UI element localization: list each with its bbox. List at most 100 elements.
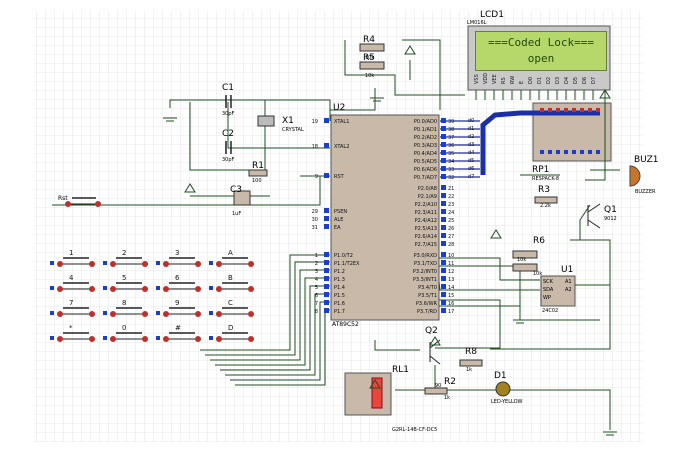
u2-pin-name: P0.5/AD5	[414, 159, 437, 165]
r2-resistor[interactable]	[424, 387, 448, 395]
c3-value: 1uF	[232, 211, 242, 217]
r8-value: 1k	[466, 367, 473, 373]
lcd-pin-label: D0	[528, 77, 534, 84]
u2-pin-name: P2.1/A9	[418, 194, 437, 200]
rp1-value: RESPACK-8	[532, 176, 560, 182]
keypad-key-#[interactable]: #	[156, 324, 201, 342]
buzzer-icon[interactable]	[629, 165, 641, 187]
x1-crystal[interactable]	[257, 115, 275, 127]
keypad-key-7[interactable]: 7	[50, 299, 95, 317]
keypad-key-6[interactable]: 6	[156, 274, 201, 292]
rp1-ref: RP1	[532, 165, 550, 175]
u2-pin-name: P1.2	[334, 269, 345, 275]
u2-pin-marker	[441, 276, 446, 281]
key-terminal	[195, 261, 201, 267]
r3-resistor[interactable]	[534, 196, 558, 204]
keypad-key-label: 3	[175, 249, 179, 257]
keypad-key-B[interactable]: B	[209, 274, 254, 292]
key-terminal	[248, 311, 254, 317]
c3-capacitor[interactable]	[233, 190, 251, 206]
c2[interactable]	[225, 141, 232, 154]
rp1-pin-marker	[548, 150, 552, 154]
r1-resistor[interactable]	[248, 169, 268, 177]
key-terminal	[163, 311, 169, 317]
buz1-ref: BUZ1	[634, 155, 659, 165]
r8-ref: R8	[465, 347, 477, 357]
u1-pin-sck: SCK	[543, 279, 553, 285]
keypad-key-9[interactable]: 9	[156, 299, 201, 317]
u2-pin-marker	[324, 284, 329, 289]
key-terminal	[89, 286, 95, 292]
u2-pin-name: P1.3	[334, 277, 345, 283]
key-terminal	[110, 311, 116, 317]
u2-pin-name: ALE	[334, 217, 343, 223]
r5-resistor[interactable]	[359, 61, 385, 70]
u2-pin-marker	[324, 143, 329, 148]
u2-body[interactable]	[330, 114, 440, 321]
u2-pin-number: 12	[448, 269, 454, 275]
u2-pin-number: 32	[448, 175, 454, 181]
u2-pin-number: 21	[448, 186, 454, 192]
u1-body[interactable]	[540, 275, 576, 307]
u2-pin-name: P1.7	[334, 309, 345, 315]
keypad-key-A[interactable]: A	[209, 249, 254, 267]
c2-value: 30pF	[222, 157, 235, 163]
reset-button[interactable]	[65, 197, 101, 207]
rl1-body[interactable]	[344, 372, 392, 416]
rp1-pin-marker	[588, 108, 592, 112]
key-terminal	[216, 261, 222, 267]
keypad-key-2[interactable]: 2	[103, 249, 148, 267]
rp1-pin-marker	[540, 108, 544, 112]
u2-pin-marker	[441, 126, 446, 131]
r8-resistor[interactable]	[459, 359, 483, 367]
keypad-key-*[interactable]: *	[50, 324, 95, 342]
lcd-pin-label: D1	[537, 77, 543, 84]
r7-value: 10k	[533, 271, 543, 277]
u2-pin-marker	[441, 118, 446, 123]
bus-net-label: d7	[468, 174, 474, 180]
r6-resistor[interactable]	[512, 250, 538, 259]
keypad-key-8[interactable]: 8	[103, 299, 148, 317]
u2-pin-name: P3.7/RD	[417, 309, 437, 315]
u2-pin-marker	[324, 173, 329, 178]
u2-pin-name: XTAL2	[334, 144, 349, 150]
keypad-key-label: D	[228, 324, 233, 332]
keypad-key-label: B	[228, 274, 233, 282]
u2-pin-number: 8	[315, 309, 318, 315]
keypad-key-D[interactable]: D	[209, 324, 254, 342]
u2-pin-number: 7	[315, 301, 318, 307]
key-terminal	[89, 311, 95, 317]
keypad-key-C[interactable]: C	[209, 299, 254, 317]
keypad-key-4[interactable]: 4	[50, 274, 95, 292]
keypad-key-1[interactable]: 1	[50, 249, 95, 267]
keypad-key-0[interactable]: 0	[103, 324, 148, 342]
q1-transistor[interactable]	[587, 203, 601, 229]
rl1-coil	[371, 377, 383, 409]
rp1-pin-marker	[588, 150, 592, 154]
keypad-key-label: 0	[122, 324, 126, 332]
key-terminal	[248, 336, 254, 342]
u2-pin-number: 17	[448, 309, 454, 315]
rp1-pin-marker	[596, 108, 600, 112]
c1[interactable]	[225, 95, 232, 108]
key-terminal	[57, 286, 63, 292]
u2-pin-name: P3.6/WR	[416, 301, 438, 307]
u2-pin-number: 27	[448, 234, 454, 240]
r4-resistor[interactable]	[359, 43, 385, 52]
u2-pin-name: P3.0/RXD	[414, 253, 438, 259]
lcd-pin-label: D7	[591, 77, 597, 84]
u2-pin-marker	[324, 118, 329, 123]
u2-pin-number: 10	[448, 253, 454, 259]
r2-tag: 90	[435, 383, 442, 389]
c1-value: 30pF	[222, 111, 235, 117]
u2-pin-marker	[441, 185, 446, 190]
keypad-key-3[interactable]: 3	[156, 249, 201, 267]
key-pin-marker	[50, 311, 54, 315]
r7-resistor[interactable]	[512, 263, 538, 272]
d1-led-icon[interactable]	[495, 381, 511, 397]
bus-net-label: d4	[468, 150, 474, 156]
key-pin-marker	[103, 311, 107, 315]
bus-net-label: d1	[468, 126, 474, 132]
keypad-key-5[interactable]: 5	[103, 274, 148, 292]
